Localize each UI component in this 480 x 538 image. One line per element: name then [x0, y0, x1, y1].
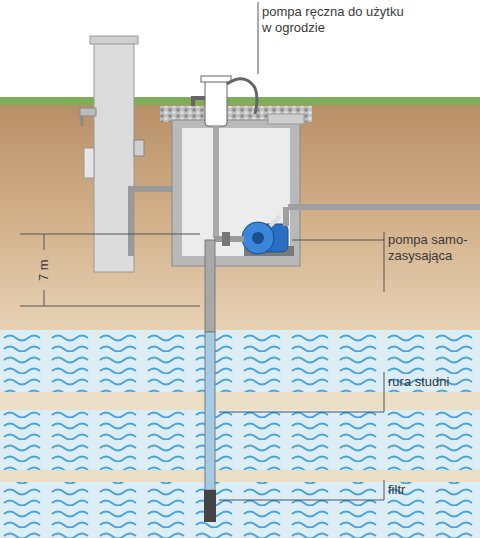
callout-label: filtr [388, 482, 472, 498]
callout-label: pompa samo- zasysająca [388, 232, 472, 265]
dimension-label: 7 m [36, 259, 52, 281]
callout-label: rura studni [388, 374, 472, 390]
callout-label: pompa ręczna do użytku w ogrodzie [262, 4, 412, 37]
